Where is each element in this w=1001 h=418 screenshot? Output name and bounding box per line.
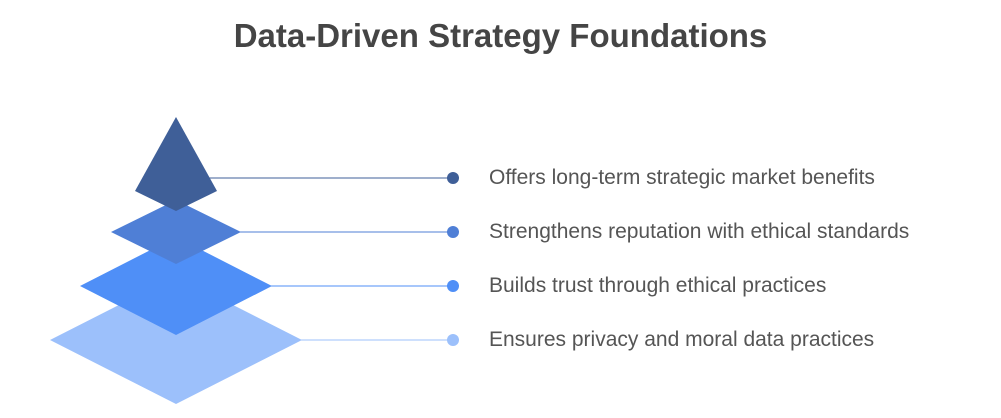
pyramid-layer-2 xyxy=(111,200,241,264)
connector-dot-4 xyxy=(447,334,459,346)
pyramid-layer-1 xyxy=(135,117,217,211)
connector-dot-1 xyxy=(447,172,459,184)
level-4-label: Ensures privacy and moral data practices xyxy=(489,328,875,351)
diagram-title: Data-Driven Strategy Foundations xyxy=(233,17,768,54)
level-3-label: Builds trust through ethical practices xyxy=(489,274,827,297)
level-1-label: Offers long-term strategic market benefi… xyxy=(489,166,875,189)
connector-dot-3 xyxy=(447,280,459,292)
pyramid-layer-3 xyxy=(80,237,272,335)
pyramid-layer-4 xyxy=(50,276,302,404)
connector-dot-2 xyxy=(447,226,459,238)
level-2-label: Strengthens reputation with ethical stan… xyxy=(489,220,910,243)
